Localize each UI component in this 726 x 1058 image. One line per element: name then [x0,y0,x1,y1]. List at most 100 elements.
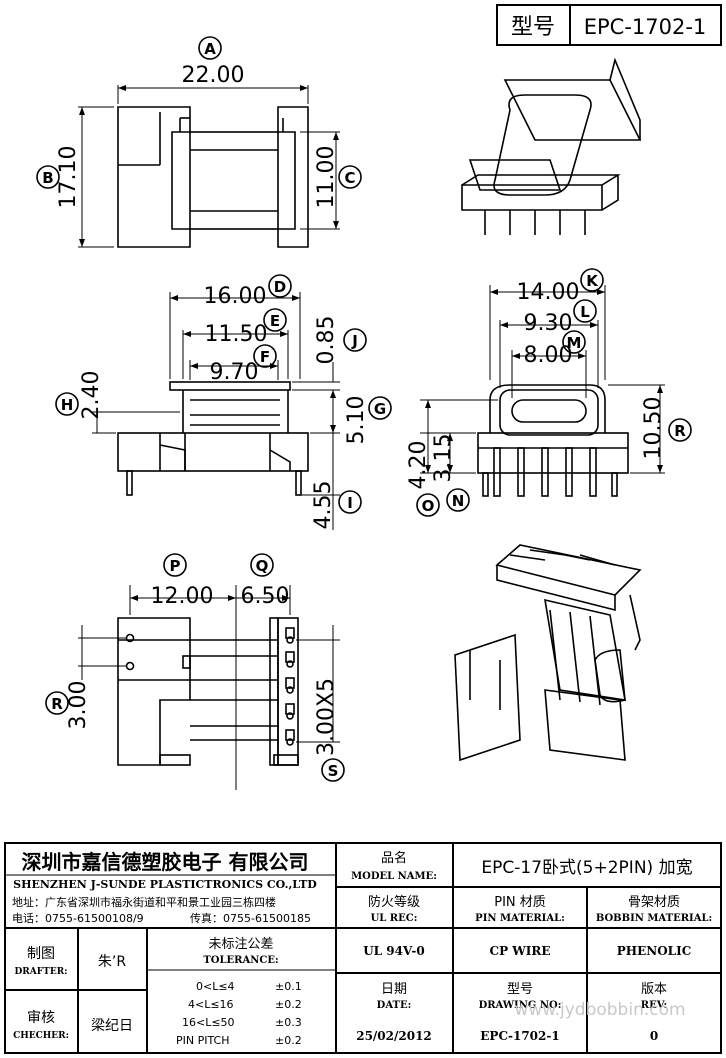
callout-p: P [163,553,187,577]
dim-p-value: 12.00 [151,584,214,609]
drawing-value: EPC-1702-1 [480,1029,559,1043]
callout-k: K [580,268,604,292]
callout-a: A [198,36,222,60]
rev-value: 0 [650,1029,658,1043]
tolerance-value: ±0.3 [275,1016,302,1029]
drafter-label-cn: 制图 [27,946,55,962]
company-fax: 传真：0755-61500185 [190,911,311,925]
tolerance-range: 16<L≤50 [182,1016,235,1029]
rev-label-cn: 版本 [641,982,667,997]
pin-label-en: PIN MATERIAL: [475,913,565,924]
date-value: 25/02/2012 [356,1029,432,1043]
callout-o: O [416,493,440,517]
dim-n-value: 3.15 [431,434,456,483]
dim-e-value: 11.50 [205,322,268,347]
callout-s: S [321,758,345,782]
drawing-label-en: DRAWING NO: [479,1000,562,1011]
svg-text:N: N [452,492,465,510]
tolerance-value: ±0.1 [275,980,302,993]
dim-l-value: 9.30 [524,311,573,336]
svg-text:R: R [51,695,63,713]
drafter-label-en: DRAFTER: [14,967,67,977]
watermark: www.jydbobbin.com [514,1000,685,1020]
ul-label-en: UL REC: [371,913,418,924]
header-box: 型号 EPC-1702-1 [496,4,722,46]
header-model-number: EPC-1702-1 [584,15,707,39]
dim-q-value: 6.50 [241,584,290,609]
dimension-callouts: A B C D E F J H G I K L M R O N P Q R S [36,36,692,782]
callout-f: F [253,344,277,368]
title-block-text: 深圳市嘉信德塑胶电子 有限公司 SHENZHEN J-SUNDE PLASTIC… [12,850,712,1047]
callout-r2: R [45,691,69,715]
dimension-labels: 22.00 17.10 11.00 16.00 11.50 9.70 0.85 … [56,63,666,756]
callout-c: C [338,165,362,189]
tolerance-label-en: TOLERANCE: [203,955,278,966]
tolerance-value: ±0.2 [275,1034,302,1047]
drafter-value: 朱’R [98,954,126,970]
dim-s-value: 3.00X5 [314,678,339,756]
dim-d-value: 16.00 [204,284,267,309]
callout-n: N [446,488,470,512]
tolerance-value: ±0.2 [275,998,302,1011]
callout-r: R [668,418,692,442]
title-block [4,842,722,1054]
callout-i: I [338,490,362,514]
checker-value: 梁纪日 [91,1018,133,1034]
callout-e: E [263,308,287,332]
pin-value: CP WIRE [490,944,551,958]
bobbin-label-cn: 骨架材质 [628,895,680,910]
dim-i-value: 4.55 [311,481,336,530]
drawing-label-cn: 型号 [507,982,533,997]
svg-text:A: A [204,40,216,58]
dim-r-value: 10.50 [641,397,666,460]
ul-label-cn: 防火等级 [368,894,420,910]
checker-label-en: CHECHER: [13,1031,69,1041]
model-name-en: MODEL NAME: [351,871,437,882]
header-model-label: 型号 [511,15,555,40]
dim-m-value: 8.00 [524,343,573,368]
front-view [420,285,665,497]
company-name-en: SHENZHEN J-SUNDE PLASTICTRONICS CO.,LTD [13,878,317,891]
callout-j: J [343,328,367,352]
dim-a-value: 22.00 [182,63,245,88]
dim-r2-value: 3.00 [66,681,91,730]
dim-k-value: 14.00 [517,280,580,305]
tolerance-range: 0<L≤4 [196,980,235,993]
dim-f-value: 9.70 [210,360,259,385]
svg-text:R: R [674,422,686,440]
top-view [78,85,340,248]
dim-o-value: 4.20 [406,441,431,490]
isometric-view-bottom [454,544,642,762]
callout-g: G [368,396,392,420]
side-view [92,292,340,530]
bobbin-value: PHENOLIC [617,944,692,958]
dim-c-value: 11.00 [314,146,339,209]
model-name-cn: 品名 [381,850,407,866]
company-phone: 电话：0755-61500108/9 [12,912,144,925]
date-label-cn: 日期 [381,982,407,997]
svg-text:F: F [260,348,270,366]
tolerance-label-cn: 未标注公差 [208,937,273,952]
callout-m: M [562,330,586,354]
svg-text:Q: Q [256,557,269,575]
model-name-value: EPC-17卧式(5+2PIN) 加宽 [481,858,692,878]
svg-text:D: D [274,278,286,296]
tolerance-range: 4<L≤16 [188,998,234,1011]
isometric-view-top [461,57,642,235]
dim-j-value: 0.85 [314,316,339,365]
svg-text:K: K [586,272,599,290]
company-address: 地址：广东省深圳市福永街道和平和景工业园三栋四楼 [12,895,276,909]
callout-d: D [268,274,292,298]
svg-text:O: O [422,497,435,515]
ul-value: UL 94V-0 [363,944,425,958]
date-label-en: DATE: [377,1000,412,1011]
tolerance-range: PIN PITCH [176,1034,230,1047]
svg-text:G: G [374,400,386,418]
svg-text:C: C [344,169,355,187]
checker-label-cn: 审核 [27,1010,55,1026]
company-name-cn: 深圳市嘉信德塑胶电子 有限公司 [22,850,309,874]
svg-text:B: B [42,169,53,187]
callout-q: Q [250,553,274,577]
bottom-view [78,585,340,790]
